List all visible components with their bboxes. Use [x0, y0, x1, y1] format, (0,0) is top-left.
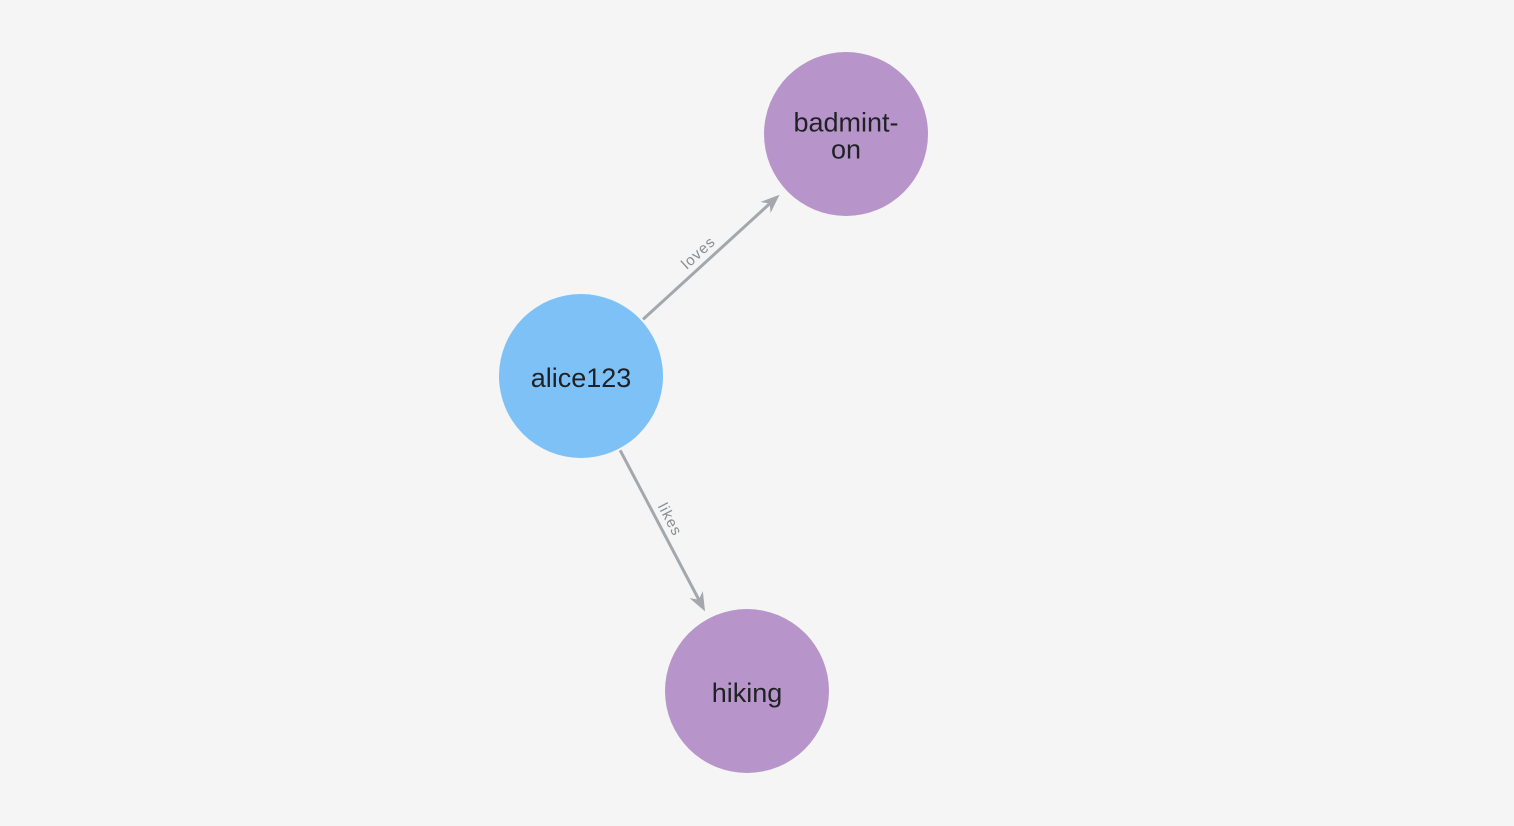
edge-arrowhead — [689, 591, 706, 612]
edge-line — [642, 202, 771, 321]
edge-loves[interactable]: loves — [642, 194, 780, 321]
node-layer: alice123 badmint-on hiking — [499, 52, 928, 773]
node-alice123[interactable]: alice123 — [499, 294, 663, 458]
edge-line — [618, 449, 701, 601]
node-badminton[interactable]: badmint-on — [764, 52, 928, 216]
node-circle[interactable] — [764, 52, 928, 216]
node-circle[interactable] — [665, 609, 829, 773]
edge-likes[interactable]: likes — [618, 449, 706, 612]
edge-arrowhead — [760, 194, 780, 214]
node-circle[interactable] — [499, 294, 663, 458]
edge-label: likes — [654, 500, 685, 539]
node-hiking[interactable]: hiking — [665, 609, 829, 773]
